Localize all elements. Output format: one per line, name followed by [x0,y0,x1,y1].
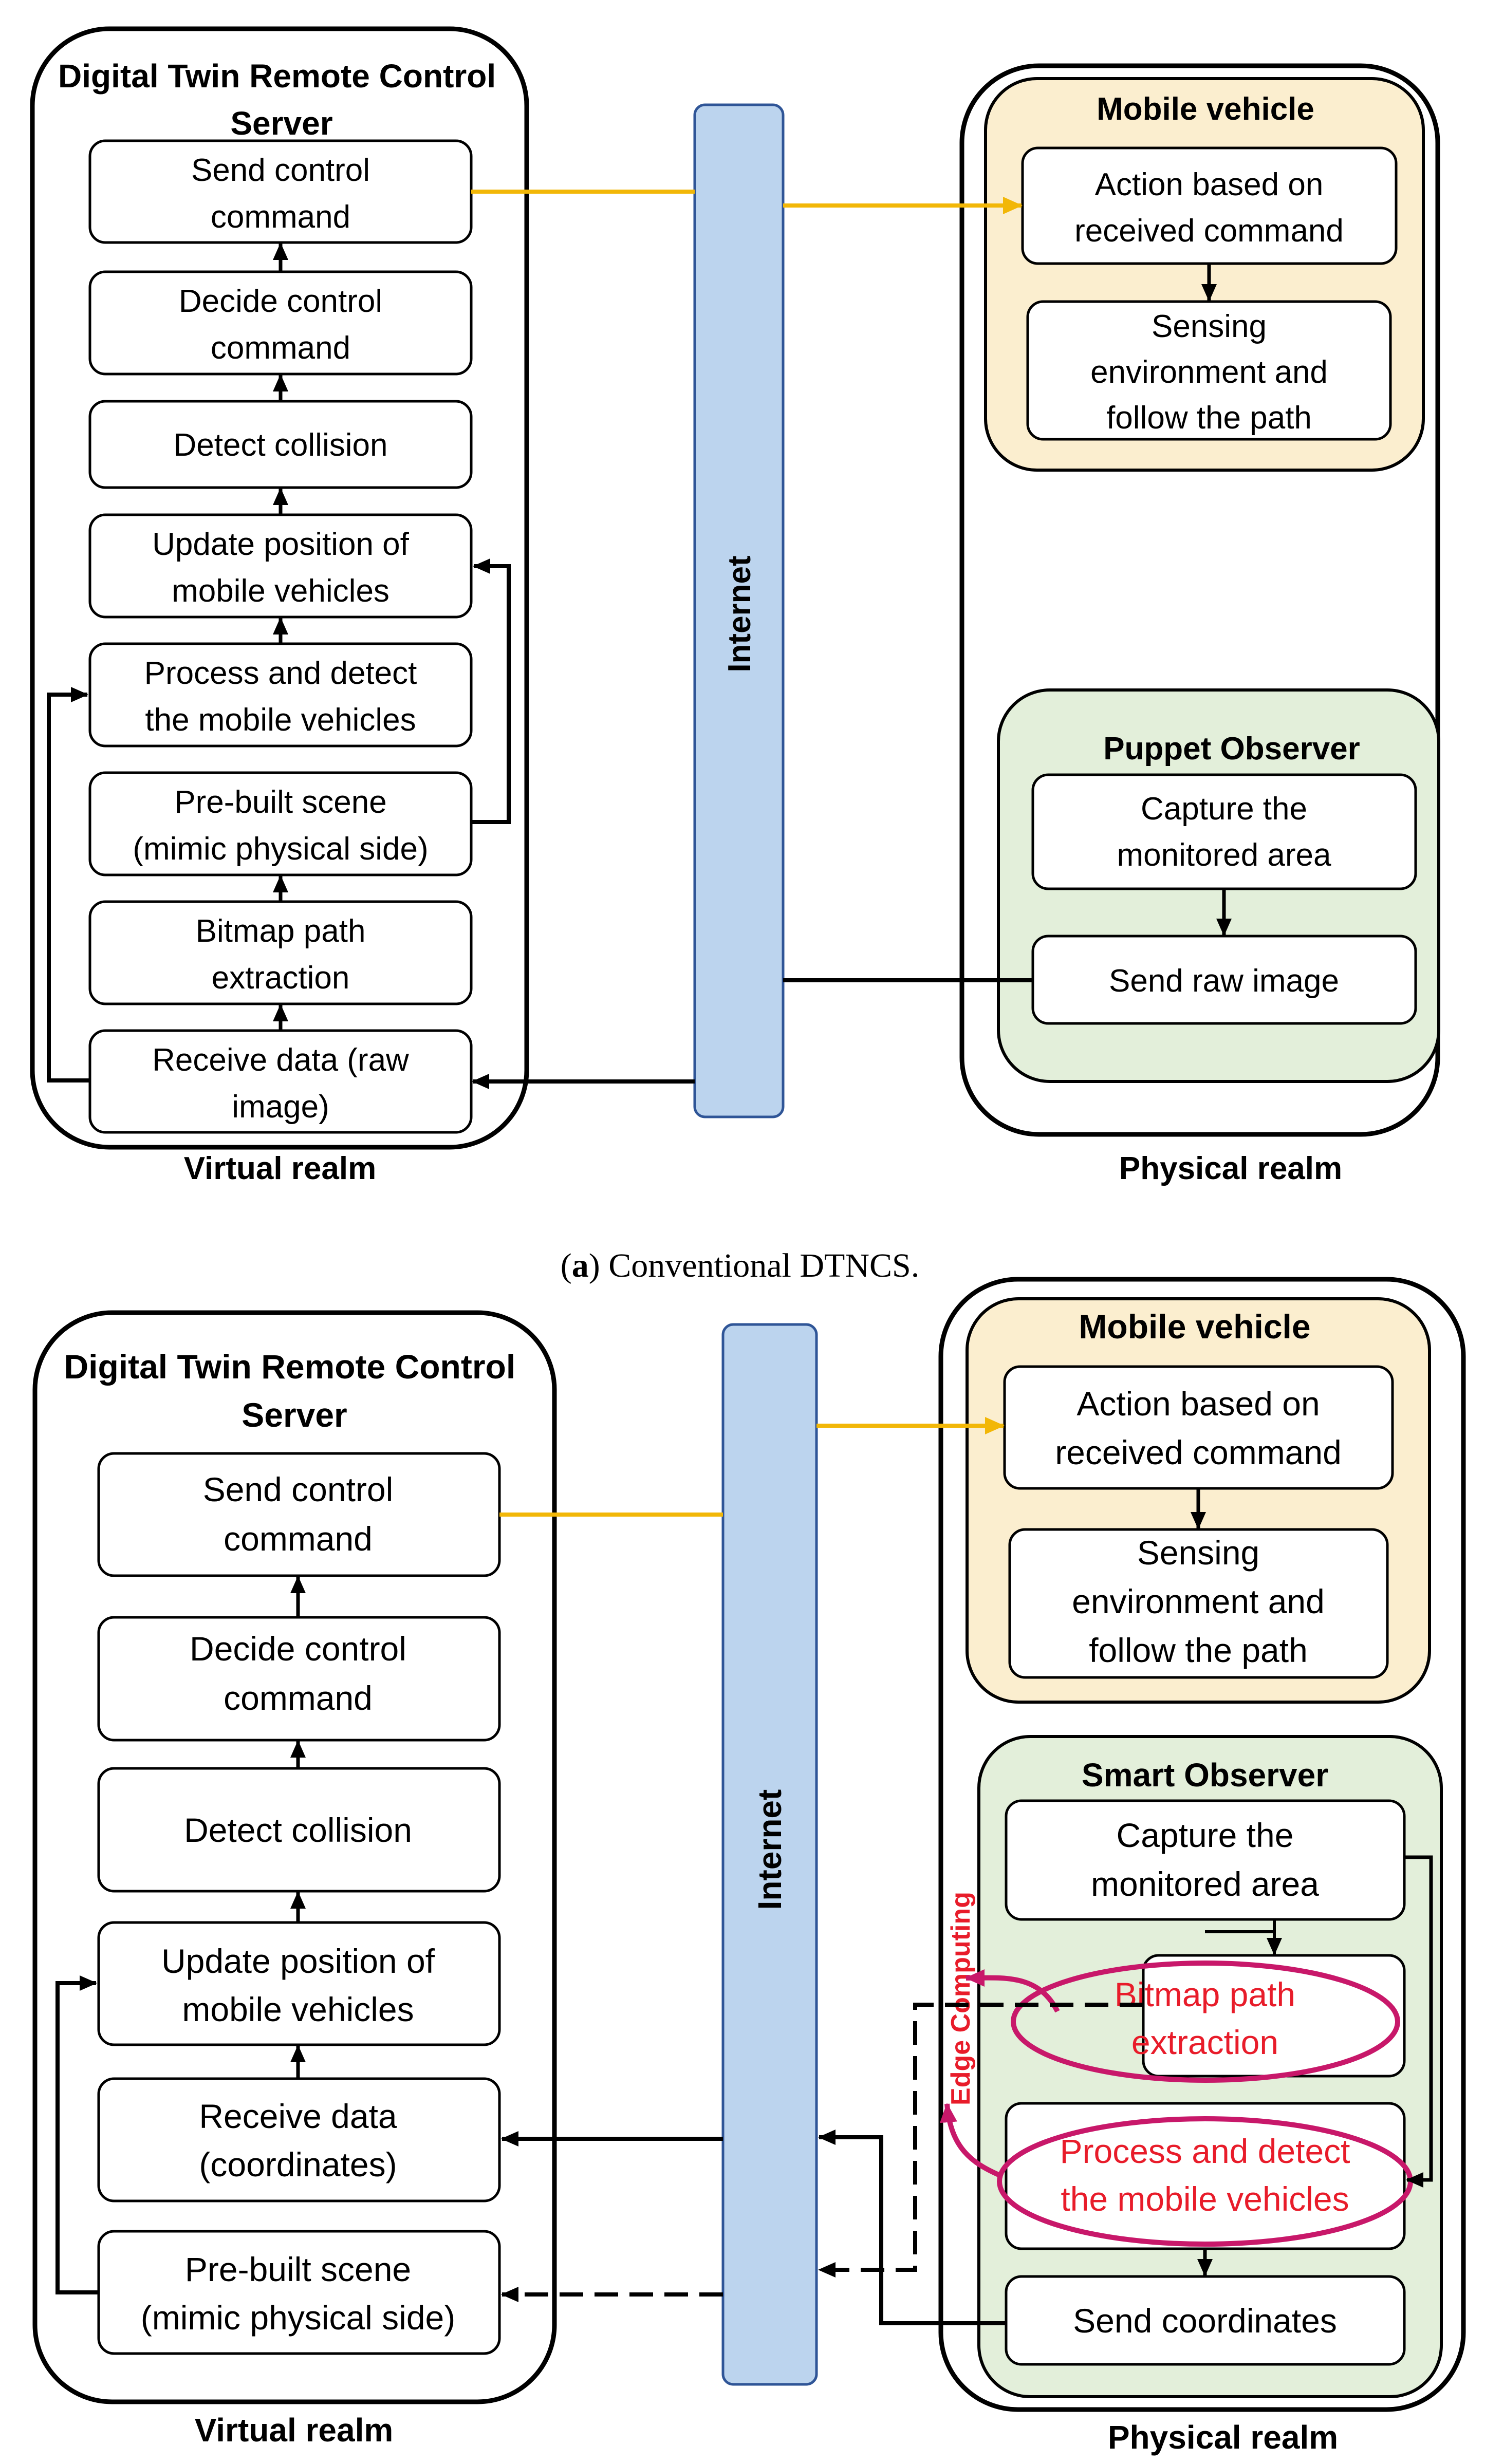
a-internet-label: Internet [722,555,757,672]
b-observer-step-send-coordinates: Send coordinates [1005,2275,1406,2366]
svg-text:Receive data(coordinates): Receive data(coordinates) [199,2097,397,2183]
b-dashed-link-bitmap [818,2003,1143,2278]
b-step-receive-coordinates: Receive data(coordinates) [97,2077,501,2202]
b-smart-observer-title: Smart Observer [1082,1757,1328,1794]
b-edge-curve-bitmap [965,1969,1060,2013]
a-caption: (a) Conventional DTNCS. [561,1247,919,1284]
b-loop-prebuilt-to-update [55,1975,99,2294]
b-arrow-capture-to-process [1404,1855,1433,2188]
svg-text:Detect collision: Detect collision [184,1811,412,1849]
a-step-detect-collision: Detect collision [88,400,473,489]
b-mobile-vehicle-title: Mobile vehicle [1079,1308,1310,1346]
diagram-b: Digital Twin Remote Control Server Send … [32,1277,1466,2456]
diagram-a: Digital Twin Remote Control Server Send … [30,26,1440,1284]
a-virtual-realm-label: Virtual realm [184,1151,376,1186]
svg-text:Send coordinates: Send coordinates [1073,2302,1337,2340]
svg-text:Pre-built scene(mimic physical: Pre-built scene(mimic physical side) [133,785,428,867]
a-loop-receive-to-process [47,687,90,1082]
a-observer-step-send-raw: Send raw image [1031,935,1417,1025]
b-step-prebuilt-scene: Pre-built scene(mimic physical side) [97,2230,501,2355]
b-internet-bar [721,1323,818,2386]
b-step-detect-collision: Detect collision [97,1767,501,1893]
a-server-title: Digital Twin Remote Control Server [58,58,505,142]
a-puppet-observer-title: Puppet Observer [1103,731,1360,767]
b-edge-computing-label: Edge Computing [946,1892,976,2105]
a-step-prebuilt-scene: Pre-built scene(mimic physical side) [88,771,473,876]
b-virtual-realm-label: Virtual realm [195,2412,394,2449]
b-bitmap-highlight-ellipse [1011,1961,1400,2083]
a-loop-prebuilt-to-update [471,558,511,824]
svg-text:Pre-built scene(mimic physical: Pre-built scene(mimic physical side) [141,2250,455,2337]
a-mobile-vehicle-title: Mobile vehicle [1097,91,1314,127]
b-edge-curve-process [940,2103,1002,2178]
b-server-title: Digital Twin Remote Control Server [64,1348,525,1434]
b-physical-realm-label: Physical realm [1108,2419,1338,2456]
b-link-coordinates-to-internet [818,2130,1006,2325]
b-internet-label: Internet [751,1789,788,1910]
b-arrow-capture-to-bitmap-bend [1205,1930,1282,1955]
a-physical-realm-label: Physical realm [1119,1151,1342,1186]
a-internet-bar [693,103,785,1118]
svg-text:Detect collision: Detect collision [174,427,388,463]
svg-text:Send raw image: Send raw image [1109,963,1339,999]
